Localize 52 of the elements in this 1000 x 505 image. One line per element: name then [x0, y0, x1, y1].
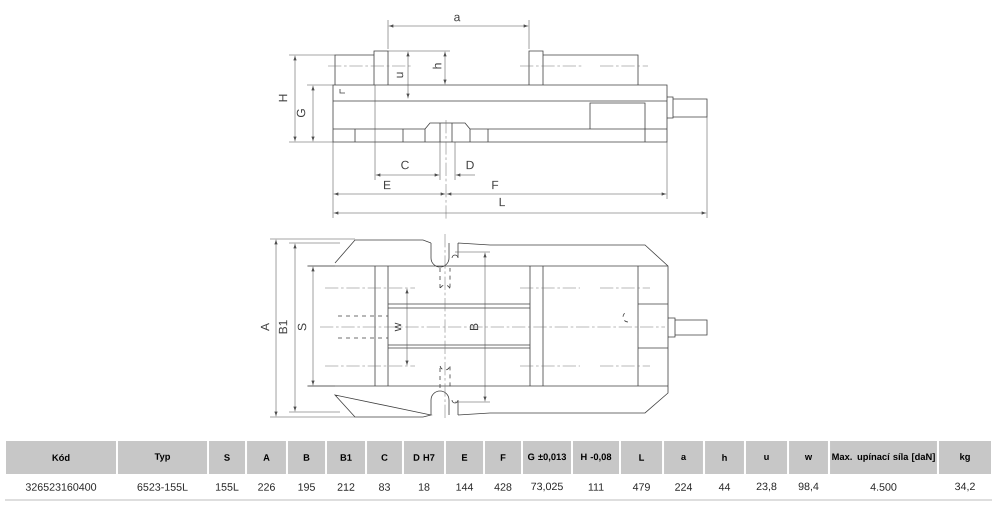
dimension-label: a: [454, 14, 460, 22]
table-cell: 195: [298, 483, 315, 491]
table-header-cell: S: [209, 441, 245, 474]
table-cell: 212: [338, 483, 354, 491]
table-cell: 6523-155L: [138, 483, 188, 491]
table-header-cell: G ±0,013: [523, 441, 571, 474]
table-cell: 479: [632, 483, 650, 491]
table-header-cell: kg: [939, 441, 991, 474]
table-header-cell: D H7: [404, 441, 444, 474]
dimension-label: E: [384, 180, 390, 190]
dimension-label: u: [396, 72, 404, 78]
dimension-label: h: [432, 63, 442, 68]
table-header-cell: F: [485, 441, 521, 474]
table-header-cell: Max. upínací síla [daN]: [830, 441, 937, 474]
table-header-cell: B: [288, 441, 326, 474]
table-cell: 428: [494, 483, 512, 491]
table-cell: 73,025: [531, 482, 563, 492]
dimension-label: D: [466, 160, 474, 170]
table-cell: 4.500: [870, 483, 896, 491]
dimension-label: B1: [278, 320, 288, 334]
table-header-cell: L: [620, 441, 662, 474]
table-header-cell: E: [446, 441, 484, 474]
dimension-label: A: [260, 323, 270, 331]
dimension-label: C: [401, 160, 409, 170]
dimension-label: F: [492, 180, 498, 190]
table-cell: 23,8: [756, 482, 776, 492]
table-cell: 326523160400: [26, 483, 96, 491]
table-header-cell: w: [789, 441, 828, 474]
table-cell: 34,2: [955, 482, 975, 492]
table-cell: 226: [258, 483, 275, 491]
table-header-cell: H -0,08: [573, 441, 619, 474]
table-cell: 18: [418, 483, 430, 491]
table-cell: 144: [456, 483, 474, 491]
dimension-label: w: [394, 322, 402, 332]
dimension-label: L: [500, 198, 505, 206]
table-cell: 98,4: [798, 482, 819, 492]
table-cell: 111: [588, 483, 604, 491]
table-cell: 83: [379, 483, 390, 491]
table-header-cell: a: [664, 441, 703, 474]
table-cell: 155L: [216, 483, 239, 491]
table-header-cell: Kód: [6, 441, 116, 474]
dimension-label: G: [296, 109, 306, 118]
table-header-cell: B1: [327, 441, 365, 474]
table-cell: 44: [718, 483, 730, 491]
table-header-cell: u: [746, 441, 788, 474]
dimension-label: B: [470, 324, 478, 330]
table-header-cell: C: [367, 441, 402, 474]
dimension-label: H: [278, 94, 288, 102]
table-header-cell: A: [247, 441, 286, 474]
table-cell: 224: [675, 483, 692, 491]
dimension-label: S: [298, 324, 306, 330]
table-header-cell: h: [705, 441, 744, 474]
